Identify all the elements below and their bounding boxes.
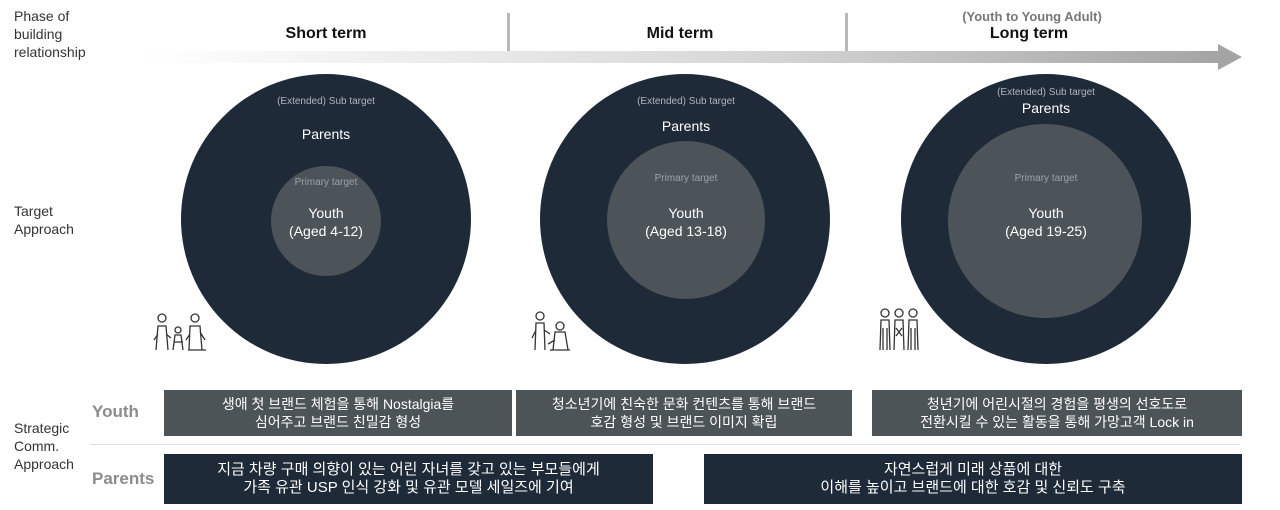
adult-family-icon: [879, 308, 919, 351]
target-approach-label: Target Approach: [14, 203, 74, 237]
sub-target-label: (Extended) Sub target: [997, 87, 1095, 98]
youth-label: Youth: [1028, 205, 1064, 221]
primary-target-label: Primary target: [1014, 173, 1078, 184]
row-separator: [90, 444, 1240, 445]
youth-label: Youth: [668, 205, 704, 221]
parents-label: Parents: [301, 126, 351, 142]
family-with-child-icon: [153, 313, 206, 351]
primary-target-label: Primary target: [654, 173, 718, 184]
youth-row-label: Youth: [92, 402, 139, 421]
sub-target-label: (Extended) Sub target: [277, 96, 375, 107]
age-label: (Aged 4-12): [289, 223, 363, 239]
timeline-arrow-bar: [145, 51, 1225, 63]
teen-with-parent-icon: [531, 311, 570, 351]
parents-label: Parents: [1021, 100, 1071, 116]
phase-divider: [507, 13, 510, 51]
phase-short-term: Short term: [285, 25, 367, 42]
inner-circle-primary-target: [271, 166, 381, 276]
youth-strategy-box-long-term: 청년기에 어린시절의 경험을 평생의 선호도로 전환시킬 수 있는 활동을 통해…: [872, 390, 1242, 436]
phase-label: Phase of building relationship: [14, 8, 86, 60]
age-label: (Aged 13-18): [645, 223, 727, 239]
parents-strategy-box-short-term: 지금 차량 구매 의향이 있는 어린 자녀를 갖고 있는 부모들에게 가족 유관…: [164, 454, 653, 504]
phase-divider: [845, 13, 848, 51]
inner-circle-primary-target: [607, 141, 765, 299]
parents-row-label: Parents: [92, 469, 155, 488]
parents-strategy-box-mid-long-term: 자연스럽게 미래 상품에 대한 이해를 높이고 브랜드에 대한 호감 및 신뢰도…: [704, 454, 1242, 504]
sub-target-label: (Extended) Sub target: [637, 96, 735, 107]
timeline-arrow-head-icon: [1218, 44, 1242, 70]
youth-strategy-box-mid-term: 청소년기에 친숙한 문화 컨텐츠를 통해 브랜드 호감 형성 및 브랜드 이미지…: [516, 390, 852, 436]
strategic-comm-label: Strategic Comm. Approach: [14, 420, 74, 472]
youth-strategy-box-short-term: 생애 첫 브랜드 체험을 통해 Nostalgia를 심어주고 브랜드 친밀감 …: [164, 390, 512, 436]
age-label: (Aged 19-25): [1005, 223, 1087, 239]
primary-target-label: Primary target: [294, 177, 358, 188]
phase-mid-term: Mid term: [646, 25, 714, 42]
inner-circle-primary-target: [948, 124, 1142, 318]
phase-long-term-subtitle: (Youth to Young Adult): [962, 9, 1102, 24]
parents-label: Parents: [661, 118, 711, 134]
youth-label: Youth: [308, 205, 344, 221]
phase-long-term: Long term: [989, 25, 1069, 42]
